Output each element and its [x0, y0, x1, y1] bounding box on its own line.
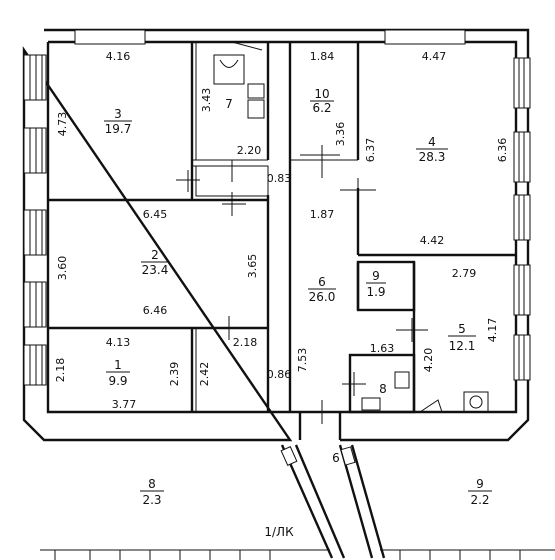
dim-4-20: 4.20: [422, 348, 435, 373]
door-marks: [176, 145, 428, 424]
dim-4-42: 4.42: [420, 234, 445, 247]
dim-1-84: 1.84: [310, 50, 335, 63]
dim-4-73: 4.73: [56, 112, 69, 137]
bottom-hatch: [40, 549, 555, 560]
dim-4-16: 4.16: [106, 50, 131, 63]
room-10-area: 6.2: [312, 101, 331, 115]
room-2-number: 2: [151, 248, 159, 262]
windows-left: [23, 54, 47, 386]
room-8-number: 8: [379, 382, 387, 396]
room-7-number: 7: [225, 97, 233, 111]
ext-8-area: 2.3: [142, 493, 161, 507]
room-1-number: 1: [114, 358, 122, 372]
dim-4-17: 4.17: [486, 318, 499, 343]
room-5-area: 12.1: [449, 339, 476, 353]
dim-3-60: 3.60: [56, 256, 69, 281]
dim-2-79: 2.79: [452, 267, 477, 280]
dim-4-13: 4.13: [106, 336, 131, 349]
dim-0-83: 0.83: [267, 172, 292, 185]
room-1-area: 9.9: [108, 374, 127, 388]
dim-1-63: 1.63: [370, 342, 395, 355]
dim-6-46: 6.46: [143, 304, 168, 317]
room-2-area: 23.4: [142, 263, 169, 277]
dim-3-43: 3.43: [200, 88, 213, 113]
dim-6-45: 6.45: [143, 208, 168, 221]
dim-2-18-left: 2.18: [54, 358, 67, 383]
room-10-number: 10: [314, 87, 329, 101]
room-3-number: 3: [114, 107, 122, 121]
dim-6-37: 6.37: [364, 138, 377, 163]
windows-top: [74, 29, 466, 45]
room-6-number: 6: [318, 275, 326, 289]
ext-8-number: 8: [148, 477, 156, 491]
entrance-label: 1/ЛК: [264, 525, 294, 539]
dim-7-53: 7.53: [296, 348, 309, 373]
room-9-number: 9: [372, 269, 380, 283]
staircase: [280, 412, 386, 559]
dim-3-65: 3.65: [246, 254, 259, 279]
ext-9-number: 9: [476, 477, 484, 491]
room-3-area: 19.7: [105, 122, 132, 136]
room-6-area: 26.0: [309, 290, 336, 304]
interior-walls: [48, 42, 516, 414]
room-9-area: 1.9: [366, 285, 385, 299]
dim-2-18-right: 2.18: [233, 336, 258, 349]
dim-0-86: 0.86: [267, 368, 292, 381]
dim-1-87: 1.87: [310, 208, 335, 221]
room-5-number: 5: [458, 322, 466, 336]
room-labels: 3 19.7 7 10 6.2 4 28.3 2 23.4 6 26.0 9 1…: [104, 87, 492, 539]
dim-4-47: 4.47: [422, 50, 447, 63]
dim-2-20: 2.20: [237, 144, 262, 157]
ext-9-area: 2.2: [470, 493, 489, 507]
dim-2-39: 2.39: [168, 362, 181, 387]
room-4-number: 4: [428, 135, 436, 149]
windows-right: [513, 57, 531, 381]
dim-2-42: 2.42: [198, 362, 211, 387]
room-4-area: 28.3: [419, 150, 446, 164]
dim-6-36: 6.36: [496, 138, 509, 163]
fixtures: [213, 41, 489, 413]
stair-6-number: 6: [332, 451, 340, 465]
dimension-labels: 4.16 4.73 3.43 2.20 1.84 3.36 4.47 6.37 …: [54, 50, 509, 411]
dim-3-36: 3.36: [334, 122, 347, 147]
dim-3-77: 3.77: [112, 398, 137, 411]
